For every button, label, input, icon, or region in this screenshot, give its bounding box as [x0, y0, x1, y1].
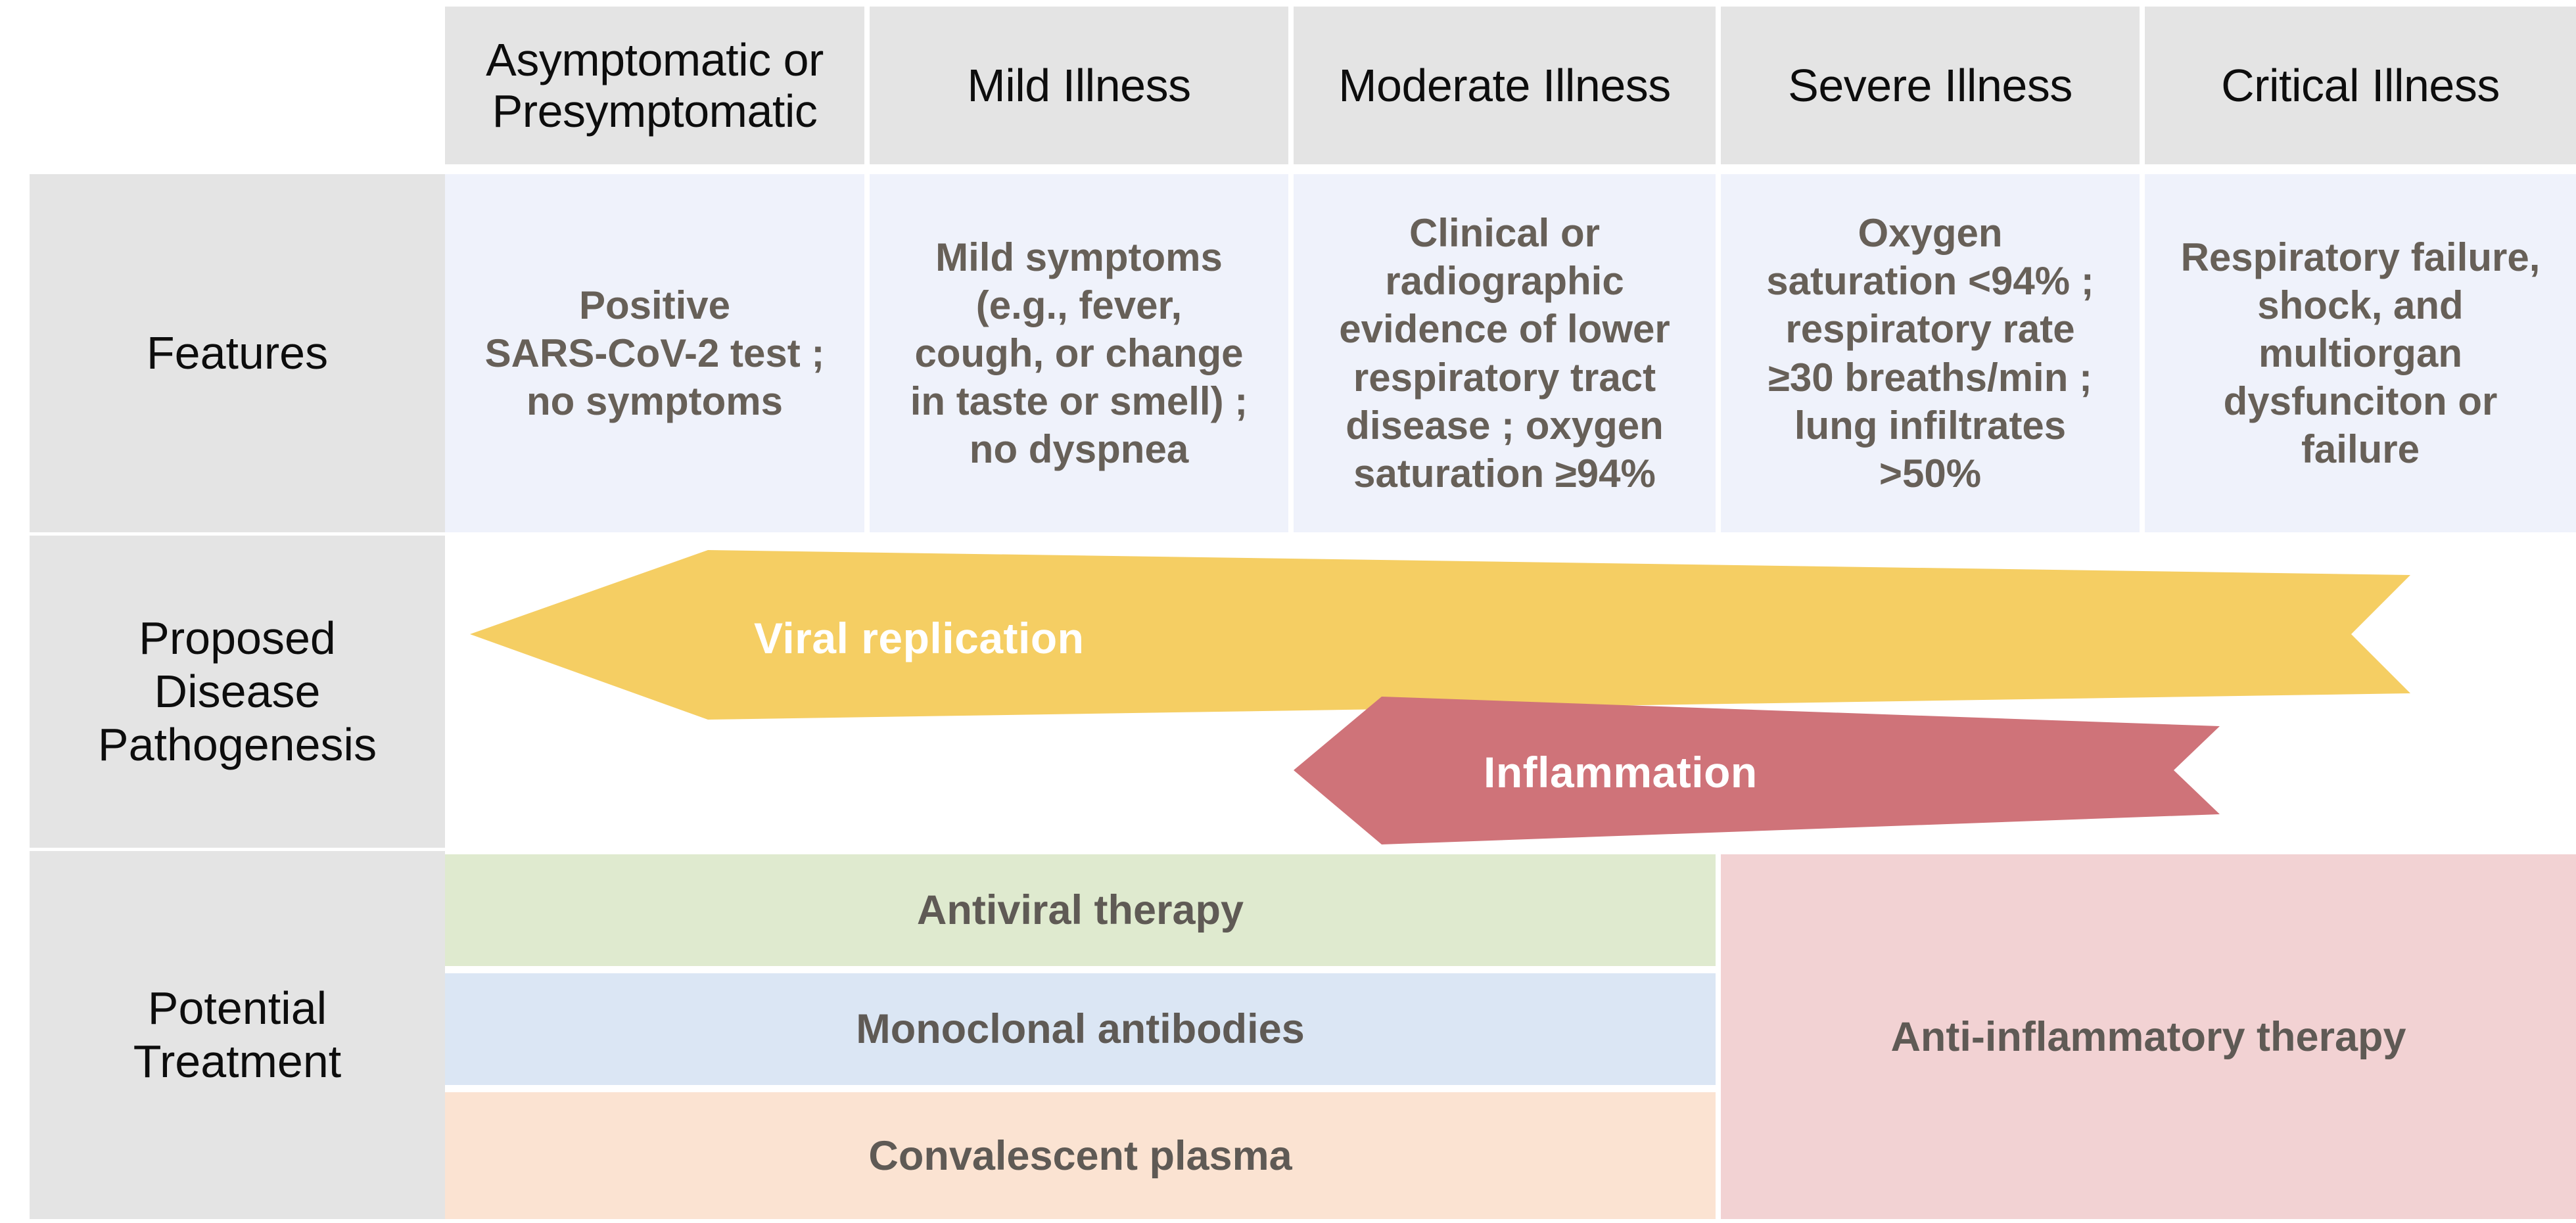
- column-header-severe: Severe Illness: [1721, 7, 2140, 164]
- column-header-moderate: Moderate Illness: [1294, 7, 1716, 164]
- feature-cell-mild: Mild symptoms(e.g., fever,cough, or chan…: [870, 174, 1288, 532]
- viral-replication-arrow: [470, 550, 2410, 720]
- inflammation-arrow: [1294, 697, 2220, 844]
- row-label-features: Features: [30, 174, 445, 532]
- treatment-bar-anti-inflammatory-therapy: Anti-inflammatory therapy: [1721, 854, 2576, 1219]
- treatment-bar-antiviral-therapy: Antiviral therapy: [445, 854, 1716, 966]
- column-header-critical: Critical Illness: [2145, 7, 2576, 164]
- pathogenesis-arrows: [470, 550, 2410, 844]
- column-header-mild: Mild Illness: [870, 7, 1288, 164]
- treatment-bar-convalescent-plasma: Convalescent plasma: [445, 1092, 1716, 1219]
- pathogenesis-band: Viral replication Inflammation: [445, 536, 2576, 848]
- viral-replication-label: Viral replication: [754, 614, 1085, 662]
- treatment-bar-monoclonal-antibodies: Monoclonal antibodies: [445, 973, 1716, 1085]
- inflammation-label: Inflammation: [1484, 748, 1758, 796]
